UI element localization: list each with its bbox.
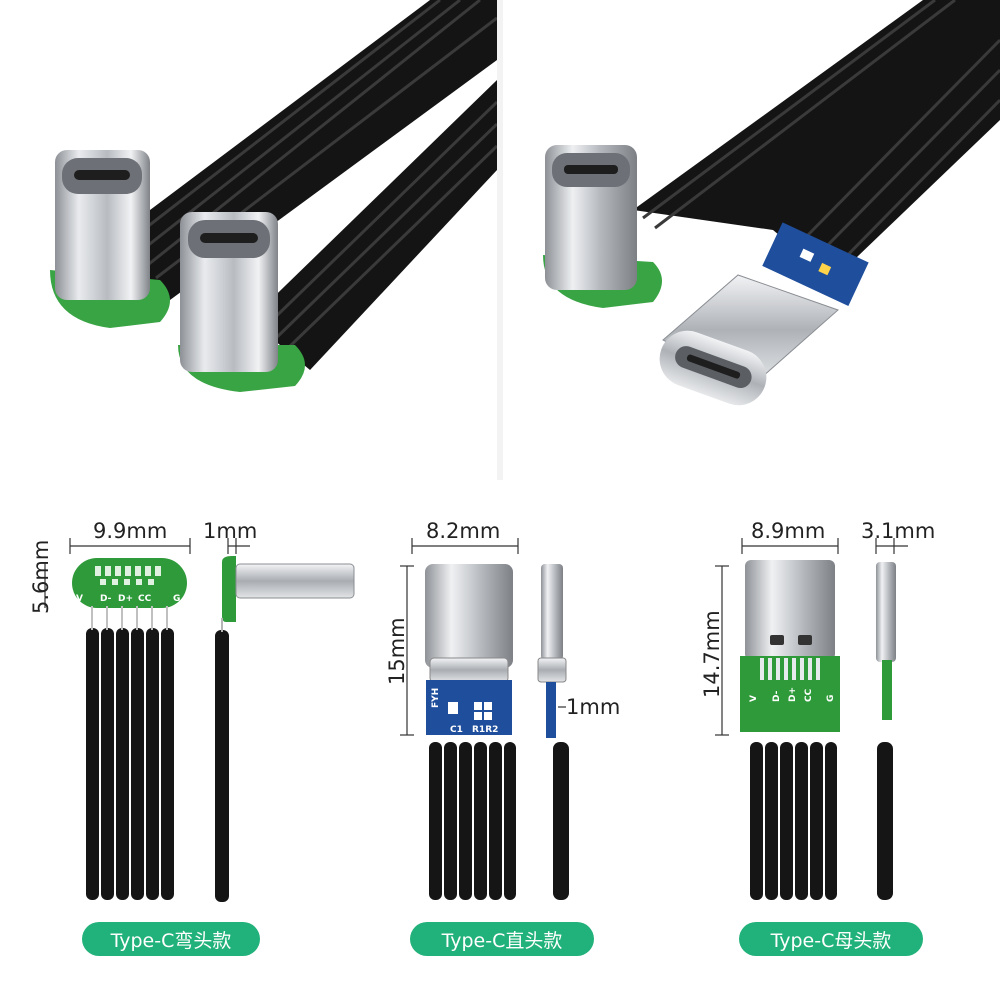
usb-c-plug-right <box>178 212 305 392</box>
pcb-label-fyh: FYH <box>431 688 441 708</box>
pin-label: G <box>826 695 836 702</box>
usb-c-female-side <box>876 562 896 900</box>
usb-c-straight-side <box>537 564 569 900</box>
side-view-right-angle <box>215 556 355 902</box>
pin-label: D+ <box>118 594 133 604</box>
variant-straight-diagram: 8.2mm 15mm FYH C1 R1R2 <box>385 519 620 900</box>
usb-c-straight-front: FYH C1 R1R2 <box>425 564 516 900</box>
label-female-variant: Type-C母头款 <box>739 922 923 956</box>
dim-height-right-angle: 5.6mm <box>29 540 53 614</box>
label-straight-variant: Type-C直头款 <box>410 922 594 956</box>
ribbon-wires-right-angle <box>86 606 174 900</box>
dim-width-female: 8.9mm <box>751 519 825 543</box>
pin-label: CC <box>804 688 814 702</box>
dim-width-straight: 8.2mm <box>426 519 500 543</box>
pin-label: V <box>749 695 759 702</box>
usb-c-plug-left <box>50 150 170 328</box>
dim-thickness-female: 3.1mm <box>861 519 935 543</box>
ribbon-cable-front <box>250 80 497 370</box>
ribbon-cable <box>633 0 1000 280</box>
usb-c-right-angle-plug <box>543 145 662 308</box>
variant-right-angle-diagram: 9.9mm 5.6mm V D- D+ CC G <box>29 519 355 902</box>
pin-label: D- <box>100 594 112 604</box>
pin-label: CC <box>138 594 152 604</box>
pcb-label-c1: C1 <box>450 725 463 735</box>
dim-width-right-angle: 9.9mm <box>93 519 167 543</box>
dim-height-straight: 15mm <box>385 617 409 685</box>
panel-divider <box>497 0 503 480</box>
dimension-drawings: 9.9mm 5.6mm V D- D+ CC G <box>29 519 935 902</box>
pcb-blue <box>426 680 512 735</box>
label-right-angle-variant: Type-C弯头款 <box>82 922 260 956</box>
dimension-diagrams: 9.9mm 5.6mm V D- D+ CC G <box>0 480 1000 1000</box>
pin-label: D+ <box>788 687 798 702</box>
usb-c-straight-plug <box>659 222 869 406</box>
usb-c-female-front: V D- D+ CC G <box>740 560 840 900</box>
dim-height-female: 14.7mm <box>700 610 724 698</box>
photo-angle-straight-illustration <box>543 0 1000 406</box>
variant-female-diagram: 8.9mm 14.7mm V D- D+ CC G <box>700 519 935 900</box>
pcb-label-r1r2: R1R2 <box>472 725 498 735</box>
photo-angle-to-straight-cable <box>503 0 1000 480</box>
pin-label: D- <box>772 690 782 702</box>
dim-thickness-right-angle: 1mm <box>203 519 257 543</box>
pin-label: G <box>173 594 180 604</box>
photo-right-angle-illustration <box>50 0 497 392</box>
pcb-green-female <box>740 656 840 732</box>
pin-label: V <box>76 594 83 604</box>
dim-thickness-straight: 1mm <box>566 695 620 719</box>
photo-right-angle-cables <box>0 0 497 480</box>
